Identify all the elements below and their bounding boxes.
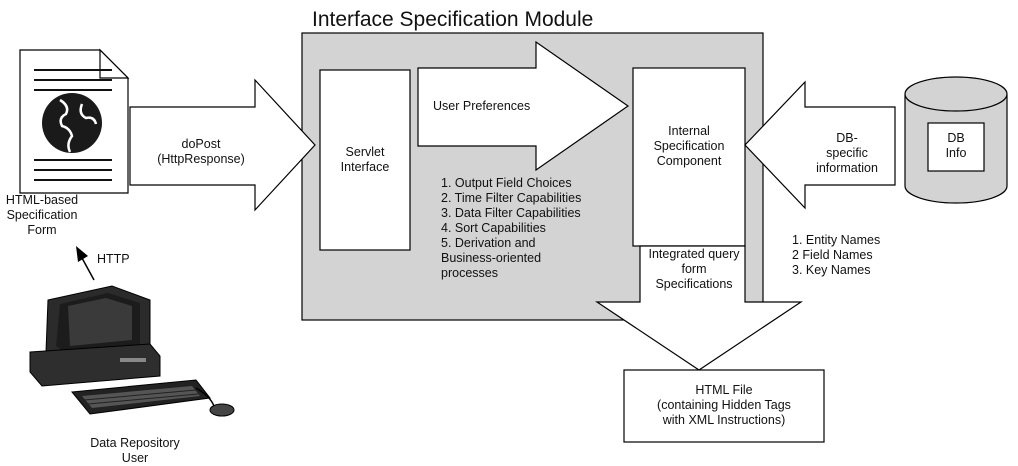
- preference-item: 2. Time Filter Capabilities: [441, 191, 582, 205]
- label-line: with XML Instructions): [662, 413, 786, 427]
- label-line: HTML File: [695, 383, 753, 397]
- user-caption: Data Repository User: [70, 436, 200, 466]
- caption-line: Data Repository: [90, 436, 180, 450]
- label-line: Specification: [653, 139, 725, 153]
- db-item: 1. Entity Names: [792, 233, 881, 247]
- preference-item: Business-oriented: [441, 251, 542, 265]
- caption-line: Form: [27, 223, 57, 237]
- label-line: DB-: [836, 131, 858, 145]
- label-line: Info: [945, 146, 967, 160]
- user-preferences-label: User Preferences: [433, 99, 531, 113]
- label-line: doPost: [181, 137, 221, 151]
- label-line: Specifications: [655, 277, 733, 291]
- db-specific-label: DB- specific information: [802, 131, 892, 176]
- preference-list: 1. Output Field Choices 2. Time Filter C…: [441, 176, 581, 281]
- db-info-label: DB Info: [928, 131, 984, 161]
- label-line: (HttpResponse): [157, 152, 245, 166]
- internal-spec-box: [632, 67, 746, 247]
- dopost-label: doPost (HttpResponse): [146, 137, 256, 167]
- db-items-list: 1. Entity Names 2 Field Names 3. Key Nam…: [792, 233, 880, 278]
- preference-item: 1. Output Field Choices: [441, 176, 572, 190]
- globe-icon: [42, 93, 102, 153]
- html-file-box: [623, 369, 825, 443]
- computer-icon: [29, 285, 235, 417]
- caption-line: HTML-based: [5, 193, 79, 207]
- db-item: 3. Key Names: [792, 263, 871, 277]
- mouse-icon: [209, 403, 235, 417]
- servlet-interface-box: [319, 69, 411, 251]
- label-line: Component: [656, 154, 722, 168]
- servlet-label: Servlet Interface: [322, 145, 408, 175]
- label-line: Internal: [668, 124, 710, 138]
- label-line: (containing Hidden Tags: [657, 398, 791, 412]
- preference-item: 4. Sort Capabilities: [441, 221, 546, 235]
- user-preferences-arrow: [417, 40, 630, 172]
- internal-spec-label: Internal Specification Component: [635, 124, 743, 169]
- label-line: Servlet: [345, 145, 385, 159]
- label-line: form: [681, 262, 707, 276]
- db-specific-arrow: [744, 80, 896, 210]
- integrated-spec-arrow: [595, 245, 803, 371]
- label-line: information: [816, 161, 878, 175]
- db-item: 2 Field Names: [792, 248, 873, 262]
- preference-item: 3. Data Filter Capabilities: [441, 206, 581, 220]
- caption-line: User: [121, 451, 149, 465]
- http-label: HTTP: [97, 252, 130, 266]
- html-file-label: HTML File (containing Hidden Tags with X…: [626, 383, 822, 428]
- module-title: Interface Specification Module: [312, 8, 594, 31]
- preference-item: 5. Derivation and: [441, 236, 536, 250]
- label-line: DB: [947, 131, 965, 145]
- integrated-label: Integrated query form Specifications: [638, 247, 750, 292]
- label-line: Interface: [340, 160, 390, 174]
- preference-item: processes: [441, 266, 498, 280]
- label-line: Integrated query: [648, 247, 740, 261]
- html-document-icon: [19, 48, 130, 194]
- caption-line: Specification: [6, 208, 78, 222]
- label-line: specific: [826, 146, 868, 160]
- database-cylinder-icon: [904, 76, 1008, 204]
- dopost-arrow: [129, 78, 316, 212]
- http-arrow: [76, 246, 95, 281]
- spec-form-caption: HTML-based Specification Form: [0, 193, 84, 238]
